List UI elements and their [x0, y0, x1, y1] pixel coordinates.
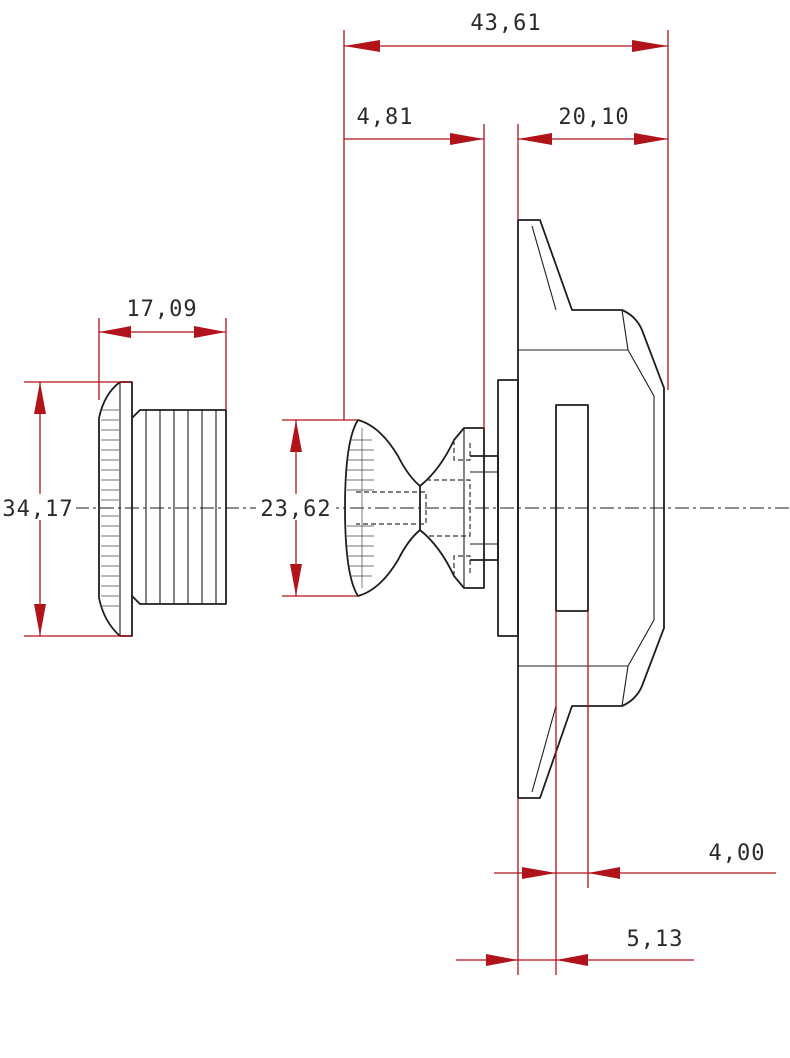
thread-lines — [145, 410, 217, 604]
dim-flange-diameter: 34,17 — [0, 381, 132, 637]
dim-label-overall-length: 43,61 — [470, 11, 541, 36]
dim-label-body-depth: 20,10 — [558, 105, 629, 130]
dim-label-knob-diameter: 23,62 — [260, 497, 331, 522]
dim-overall-length: 43,61 — [343, 11, 669, 420]
dim-label-flange-diameter: 34,17 — [2, 497, 73, 522]
dim-label-slot-width: 4,00 — [709, 841, 766, 866]
dim-label-knob-offset: 4,81 — [357, 105, 414, 130]
dim-body-depth: 20,10 — [517, 105, 668, 220]
knob-knurl-hatch — [347, 428, 374, 588]
dim-knob-offset: 4,81 — [344, 105, 485, 430]
dim-flange-width: 17,09 — [98, 297, 227, 410]
dim-label-flange-width: 17,09 — [126, 297, 197, 322]
flanged-bushing — [98, 381, 227, 637]
hidden-details — [356, 440, 471, 576]
dim-wing-offset: 5,13 — [456, 927, 694, 966]
dim-slot-width: 4,00 — [494, 611, 776, 975]
flange-knurl-hatch — [101, 409, 119, 607]
dim-label-wing-offset: 5,13 — [627, 927, 684, 952]
dim-knob-diameter: 23,62 — [256, 419, 358, 597]
latch-assembly — [344, 219, 665, 799]
